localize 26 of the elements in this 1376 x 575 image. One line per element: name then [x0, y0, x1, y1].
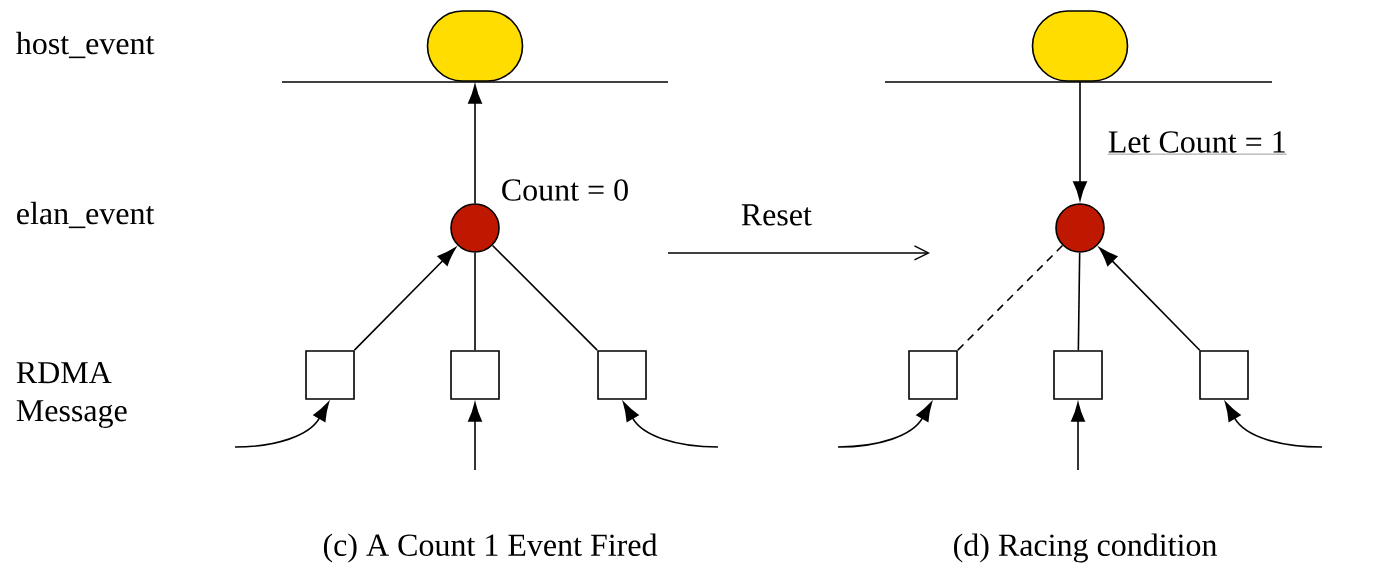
- row-label: elan_event: [17, 201, 155, 229]
- message-box: [1053, 350, 1103, 400]
- message-box: [597, 350, 647, 400]
- message-box: [1199, 350, 1249, 400]
- transition-label: Reset: [741, 204, 812, 226]
- arrow: [1073, 81, 1087, 201]
- arrow: [353, 247, 456, 351]
- message-box: [908, 350, 958, 400]
- event-circle: [450, 203, 500, 253]
- event-circle: [1055, 203, 1105, 253]
- arrow: [1225, 402, 1323, 448]
- arrow: [234, 402, 329, 448]
- caption: (c) A Count 1 Event Fired: [323, 533, 658, 563]
- row-label: RDMA Message: [16, 361, 127, 428]
- arrow: [1071, 402, 1085, 471]
- arrow: [1099, 247, 1201, 351]
- message-box: [450, 350, 500, 400]
- count-text: Count = 0: [502, 179, 628, 201]
- arrow: [468, 84, 482, 204]
- arrow: [623, 402, 719, 448]
- arrow: [468, 402, 482, 471]
- row-label: host_event: [16, 31, 155, 59]
- message-box: [305, 350, 355, 400]
- edge-label: Let Count = 1: [1107, 131, 1287, 155]
- caption: (d) Racing condition: [954, 533, 1217, 563]
- arrow: [837, 402, 932, 448]
